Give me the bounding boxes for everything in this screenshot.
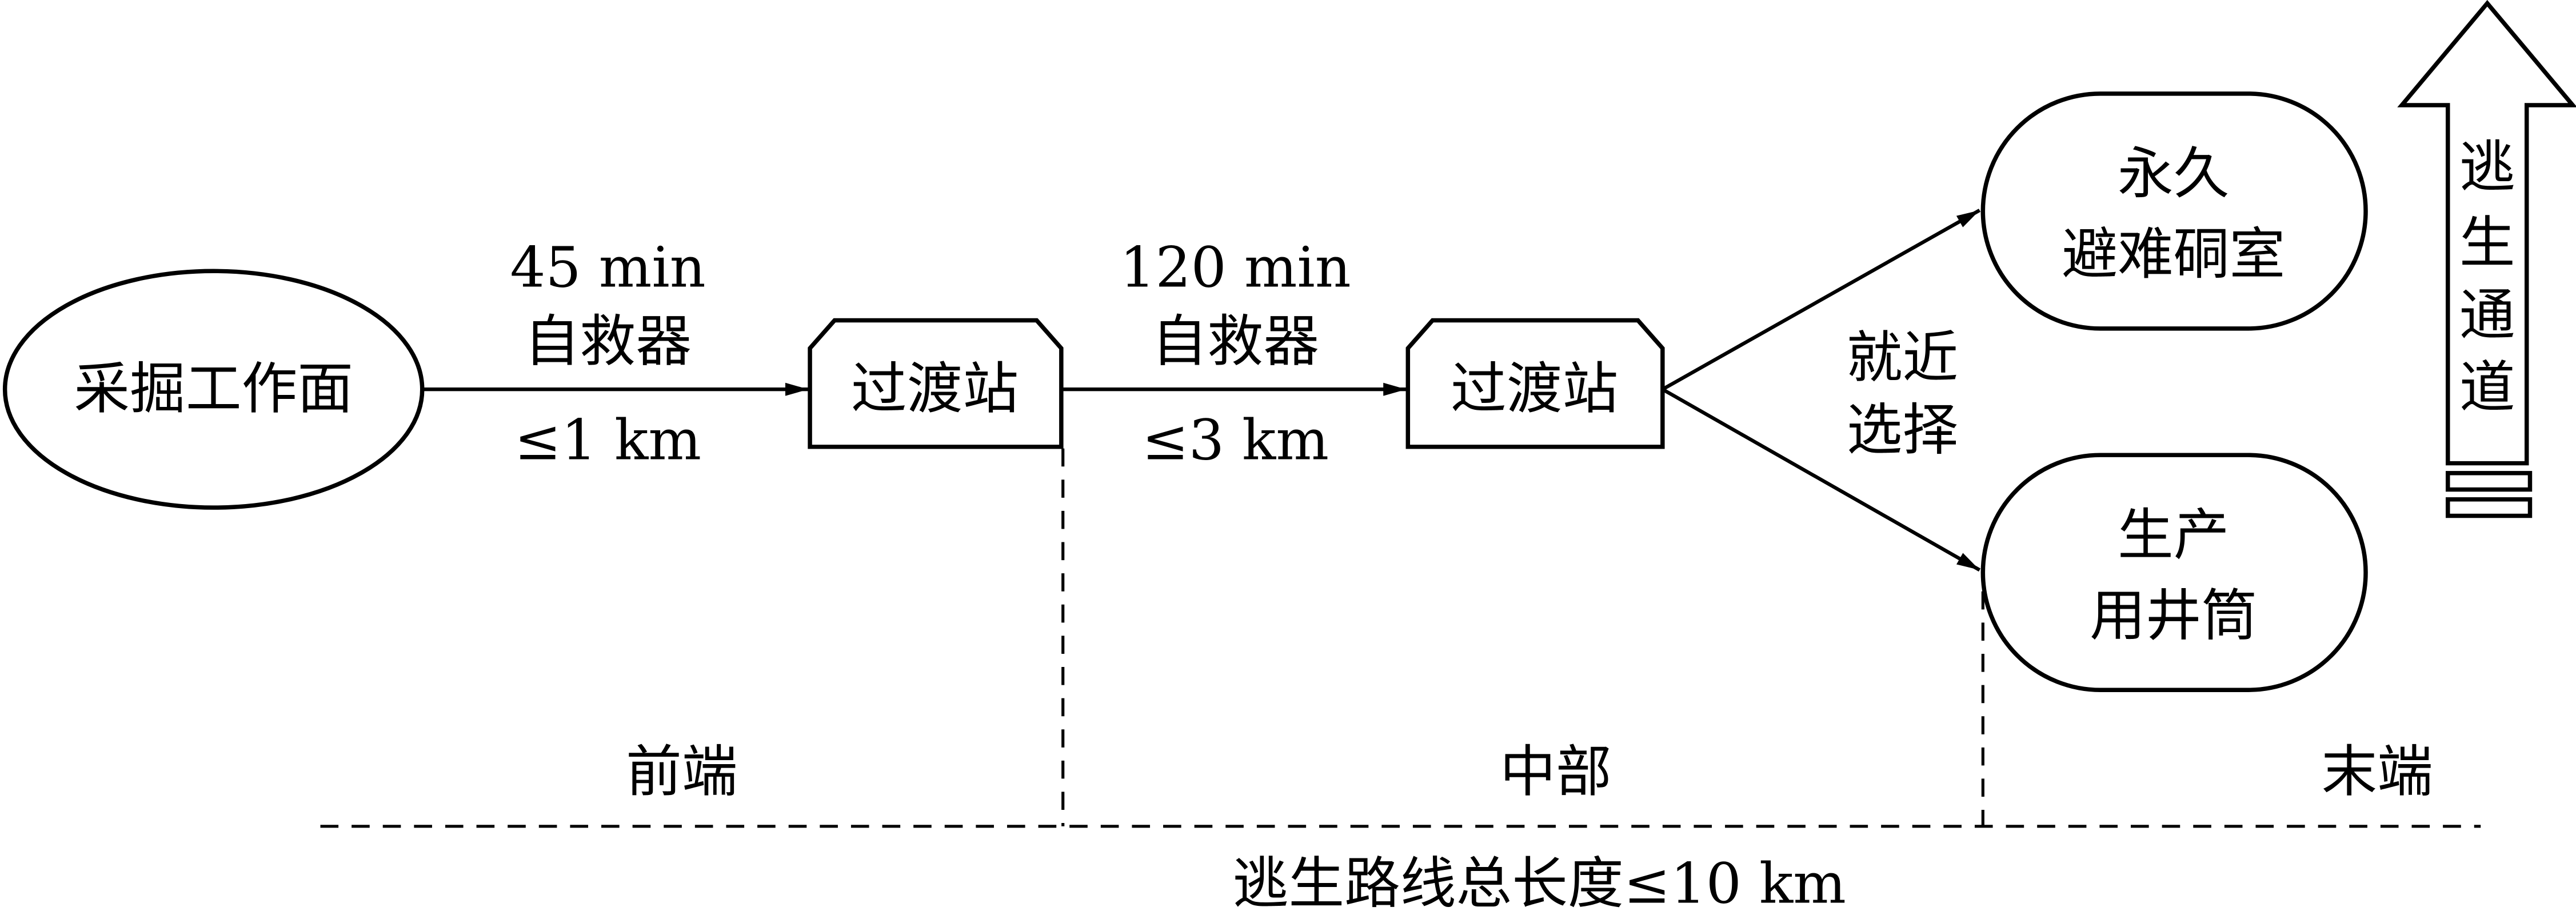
escape-channel-char3: 通 <box>2459 283 2515 348</box>
seg1-distance: ≤1 km <box>514 407 701 473</box>
workface-node: 采掘工作面 <box>2 269 425 510</box>
station1-node: 过渡站 <box>808 318 1064 449</box>
refuge-line1: 永久 <box>2118 142 2229 207</box>
zone-end: 末端 <box>2321 740 2433 805</box>
escape-channel-char4: 道 <box>2459 355 2515 420</box>
zone-middle: 中部 <box>1500 740 1611 805</box>
seg2-device: 自救器 <box>1152 309 1319 374</box>
arrow-to-refuge <box>1662 209 1981 391</box>
refuge-node: 永久 避难硐室 <box>1980 91 2368 331</box>
escape-channel-char1: 逃 <box>2459 135 2515 200</box>
workface-label: 采掘工作面 <box>74 357 353 422</box>
seg1-time: 45 min <box>510 235 705 301</box>
shaft-line2: 用井筒 <box>2090 584 2257 649</box>
escape-channel-arrow-icon: 逃 生 通 道 <box>2397 0 2576 518</box>
escape-channel-char2: 生 <box>2459 210 2515 275</box>
seg2-time: 120 min <box>1120 235 1351 301</box>
arrow-to-shaft <box>1662 387 1981 572</box>
seg1-device: 自救器 <box>524 309 692 374</box>
shaft-line1: 生产 <box>2118 503 2229 568</box>
shaft-node: 生产 用井筒 <box>1980 453 2368 692</box>
choice-line2: 选择 <box>1847 398 1958 463</box>
seg2-distance: ≤3 km <box>1142 407 1329 473</box>
refuge-line2: 避难硐室 <box>2062 222 2285 287</box>
station2-label: 过渡站 <box>1451 357 1618 422</box>
total-length-label: 逃生路线总长度≤10 km <box>1233 851 1846 915</box>
zone-front: 前端 <box>626 740 737 805</box>
station2-node: 过渡站 <box>1405 318 1665 449</box>
choice-line1: 就近 <box>1847 326 1958 391</box>
station1-label: 过渡站 <box>851 357 1019 422</box>
